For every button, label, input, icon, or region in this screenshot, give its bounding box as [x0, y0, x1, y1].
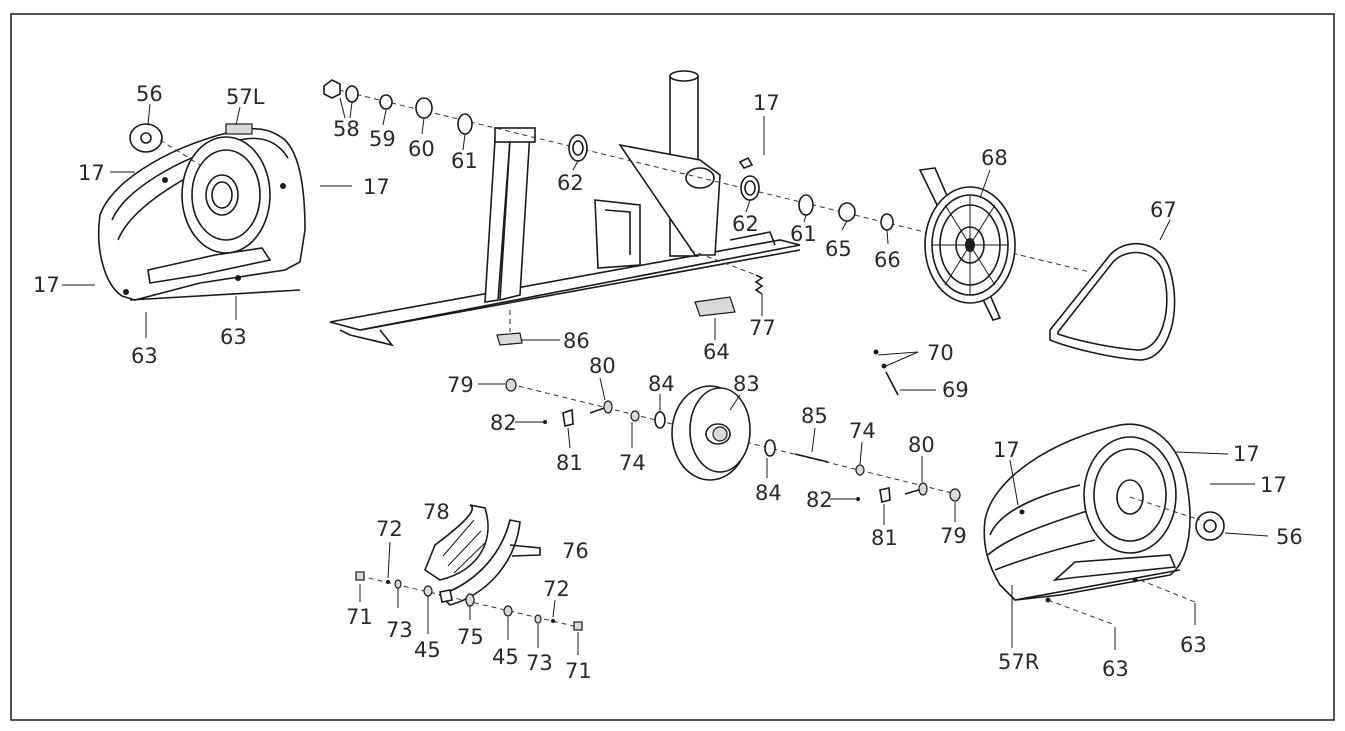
- label-62-b: 62: [732, 212, 759, 236]
- label-61-b: 61: [790, 222, 817, 246]
- label-17-g: 17: [1260, 473, 1287, 497]
- flywheel-83: [671, 385, 751, 481]
- pin-69-70: [873, 349, 936, 396]
- label-17-f: 17: [1233, 442, 1260, 466]
- label-82-a: 82: [490, 411, 517, 435]
- label-17-b: 17: [363, 175, 390, 199]
- spring-77: [689, 249, 764, 316]
- label-78: 78: [423, 500, 450, 524]
- label-80-a: 80: [589, 354, 616, 378]
- label-70: 70: [927, 341, 954, 365]
- label-76: 76: [562, 539, 589, 563]
- part-labels: 56 57L 17 17 17 63 63 58 59 60 61 62 17 …: [33, 82, 1303, 683]
- label-64: 64: [703, 340, 730, 364]
- label-57R: 57R: [998, 650, 1039, 674]
- main-frame: [329, 70, 801, 347]
- label-79-b: 79: [940, 524, 967, 548]
- label-17-e: 17: [993, 438, 1020, 462]
- label-61-a: 61: [451, 149, 478, 173]
- label-17-d: 17: [753, 91, 780, 115]
- label-68: 68: [981, 146, 1008, 170]
- label-72-b: 72: [543, 577, 570, 601]
- drive-pulley-68: [918, 167, 1016, 321]
- label-73-b: 73: [526, 651, 553, 675]
- label-65: 65: [825, 237, 852, 261]
- label-74-a: 74: [619, 451, 646, 475]
- label-63-a: 63: [131, 344, 158, 368]
- brake-pad-78: [424, 504, 489, 581]
- label-69: 69: [942, 378, 969, 402]
- label-17-a: 17: [78, 161, 105, 185]
- label-56-right: 56: [1276, 525, 1303, 549]
- label-81-b: 81: [871, 526, 898, 550]
- drive-belt-67: [1049, 242, 1176, 361]
- label-82-b: 82: [806, 488, 833, 512]
- hardware-row-top: [323, 79, 894, 231]
- label-67: 67: [1150, 198, 1177, 222]
- label-45-a: 45: [414, 638, 441, 662]
- label-85: 85: [801, 404, 828, 428]
- label-74-b: 74: [849, 419, 876, 443]
- label-86: 86: [563, 329, 590, 353]
- label-56-left: 56: [136, 82, 163, 106]
- label-80-b: 80: [908, 433, 935, 457]
- label-63-d: 63: [1180, 633, 1207, 657]
- label-57L: 57L: [226, 85, 265, 109]
- label-72-a: 72: [376, 517, 403, 541]
- label-63-b: 63: [220, 325, 247, 349]
- label-62-a: 62: [557, 171, 584, 195]
- label-84-a: 84: [648, 372, 675, 396]
- label-81-a: 81: [556, 451, 583, 475]
- label-66: 66: [874, 248, 901, 272]
- label-71-a: 71: [346, 605, 373, 629]
- label-71-b: 71: [565, 659, 592, 683]
- label-83: 83: [733, 372, 760, 396]
- label-17-c: 17: [33, 273, 60, 297]
- label-58: 58: [333, 117, 360, 141]
- label-59: 59: [369, 127, 396, 151]
- right-cover-57R: [983, 423, 1191, 603]
- axle-row-hardware: [505, 378, 961, 503]
- left-cover-57L: [97, 123, 306, 301]
- label-60: 60: [408, 137, 435, 161]
- label-84-b: 84: [755, 481, 782, 505]
- label-75: 75: [457, 625, 484, 649]
- label-63-c: 63: [1102, 657, 1129, 681]
- label-77: 77: [749, 316, 776, 340]
- label-79-a: 79: [447, 373, 474, 397]
- label-45-b: 45: [492, 645, 519, 669]
- drawing-frame: [10, 13, 1335, 721]
- pulley-disc-56-right: [1195, 511, 1225, 541]
- brake-hardware: [355, 571, 583, 631]
- label-73-a: 73: [386, 618, 413, 642]
- pulley-disc-56-left: [129, 123, 163, 153]
